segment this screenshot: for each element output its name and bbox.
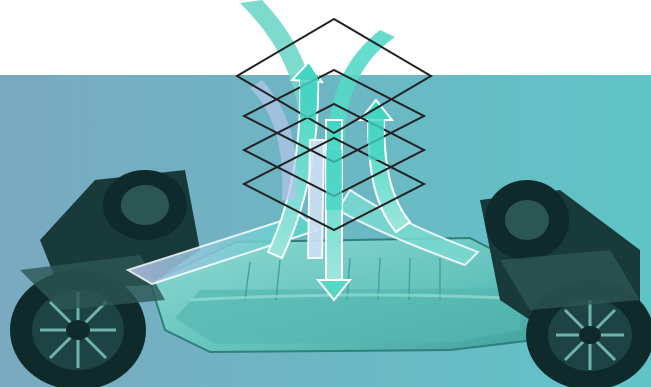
chassis-illustration bbox=[0, 0, 651, 387]
